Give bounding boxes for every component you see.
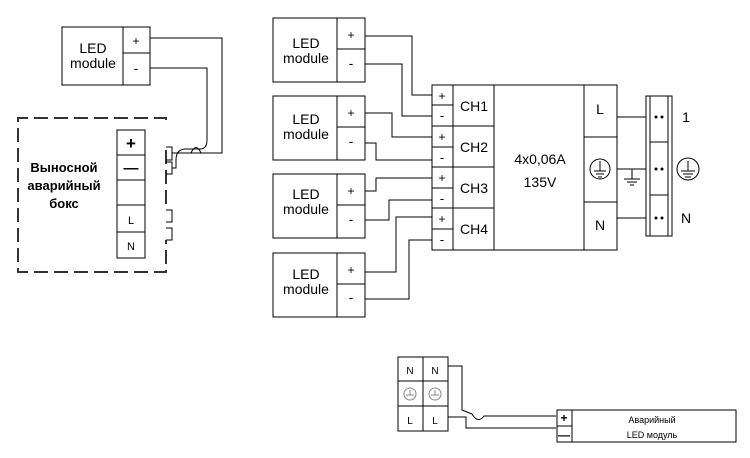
- led-module-2: LED module + -: [272, 95, 366, 161]
- channel-label-ch2: CH2: [460, 139, 488, 155]
- earth-icon: [676, 157, 700, 181]
- terminal-N-2: N: [431, 366, 438, 377]
- terminal-L-1: L: [407, 416, 413, 427]
- led-label-line2: module: [283, 126, 329, 142]
- emergency-terminal-block: N N L L: [397, 356, 449, 432]
- minus-terminal: -: [349, 55, 354, 71]
- ch1-minus: -: [440, 108, 444, 123]
- plus-terminal: +: [347, 28, 354, 42]
- channel-label-ch3: CH3: [460, 180, 488, 196]
- led-label-line1: LED: [292, 111, 319, 127]
- box-label-line2: аварийный: [27, 178, 100, 193]
- box-terminal-L: L: [128, 215, 134, 227]
- driver-rating-current: 4x0,06A: [514, 151, 566, 167]
- emergency-wires: [448, 365, 556, 429]
- plus-terminal: +: [347, 184, 354, 198]
- minus-terminal: -: [349, 133, 354, 149]
- led-label-line2: module: [70, 55, 116, 71]
- minus-terminal: -: [134, 60, 139, 76]
- plus-terminal: +: [347, 263, 354, 277]
- led-label-line1: LED: [292, 186, 319, 202]
- channel-label-ch1: CH1: [460, 98, 488, 114]
- ch4-minus: -: [440, 232, 444, 247]
- ch3-plus: +: [438, 171, 445, 185]
- box-terminal-minus: —: [124, 160, 139, 177]
- emergency-led-module: + — Аварийный LED модуль: [556, 409, 737, 443]
- led-label-line1: LED: [292, 266, 319, 282]
- ch2-minus: -: [440, 150, 444, 165]
- channel-label-ch4: CH4: [460, 221, 488, 237]
- ground-icon: [589, 158, 611, 180]
- box-label-line3: бокс: [49, 196, 79, 211]
- driver-input-N: N: [595, 217, 605, 233]
- minus-terminal: -: [349, 289, 354, 305]
- emergency-label-line1: Аварийный: [628, 415, 675, 425]
- mains-label-N: N: [681, 210, 691, 226]
- channel-wires: [365, 35, 432, 300]
- ch2-plus: +: [438, 130, 445, 144]
- terminal-N-1: N: [406, 366, 413, 377]
- emergency-label-line2: LED модуль: [627, 430, 678, 440]
- box-terminal-N: N: [127, 241, 135, 253]
- ch1-plus: +: [438, 89, 445, 103]
- terminal-L-2: L: [432, 416, 438, 427]
- driver-input-L: L: [596, 101, 604, 117]
- mains-label-1: 1: [682, 109, 690, 125]
- box-label-line1: Выносной: [30, 160, 97, 175]
- mains-terminal-block: 1 N: [645, 95, 700, 237]
- emergency-plus: +: [560, 411, 567, 425]
- led-module-1: LED module + -: [272, 17, 366, 83]
- led-label-line2: module: [283, 281, 329, 297]
- emergency-minus: —: [558, 428, 570, 442]
- remote-emergency-box: + — L N Выносной аварийный бокс: [17, 117, 173, 273]
- plus-terminal: +: [132, 34, 139, 48]
- ch3-minus: -: [440, 191, 444, 206]
- minus-terminal: -: [349, 211, 354, 227]
- led-label-line2: module: [283, 50, 329, 66]
- box-terminal-plus: +: [126, 134, 136, 153]
- led-label-line1: LED: [79, 40, 106, 56]
- ch4-plus: +: [438, 212, 445, 226]
- ground-icon: [403, 387, 442, 401]
- mains-wiring: [617, 116, 650, 219]
- left-wires: [150, 37, 223, 169]
- led-label-line2: module: [283, 201, 329, 217]
- led-module-3: LED module + -: [272, 173, 366, 239]
- driver-rating-voltage: 135V: [524, 174, 557, 190]
- led-module-4: LED module + -: [272, 252, 366, 318]
- left-led-module: LED module + -: [61, 26, 151, 86]
- plus-terminal: +: [347, 106, 354, 120]
- led-driver: + - + - + - + - CH1 CH2 CH3 CH4 4x0,06A …: [431, 84, 618, 251]
- led-label-line1: LED: [292, 35, 319, 51]
